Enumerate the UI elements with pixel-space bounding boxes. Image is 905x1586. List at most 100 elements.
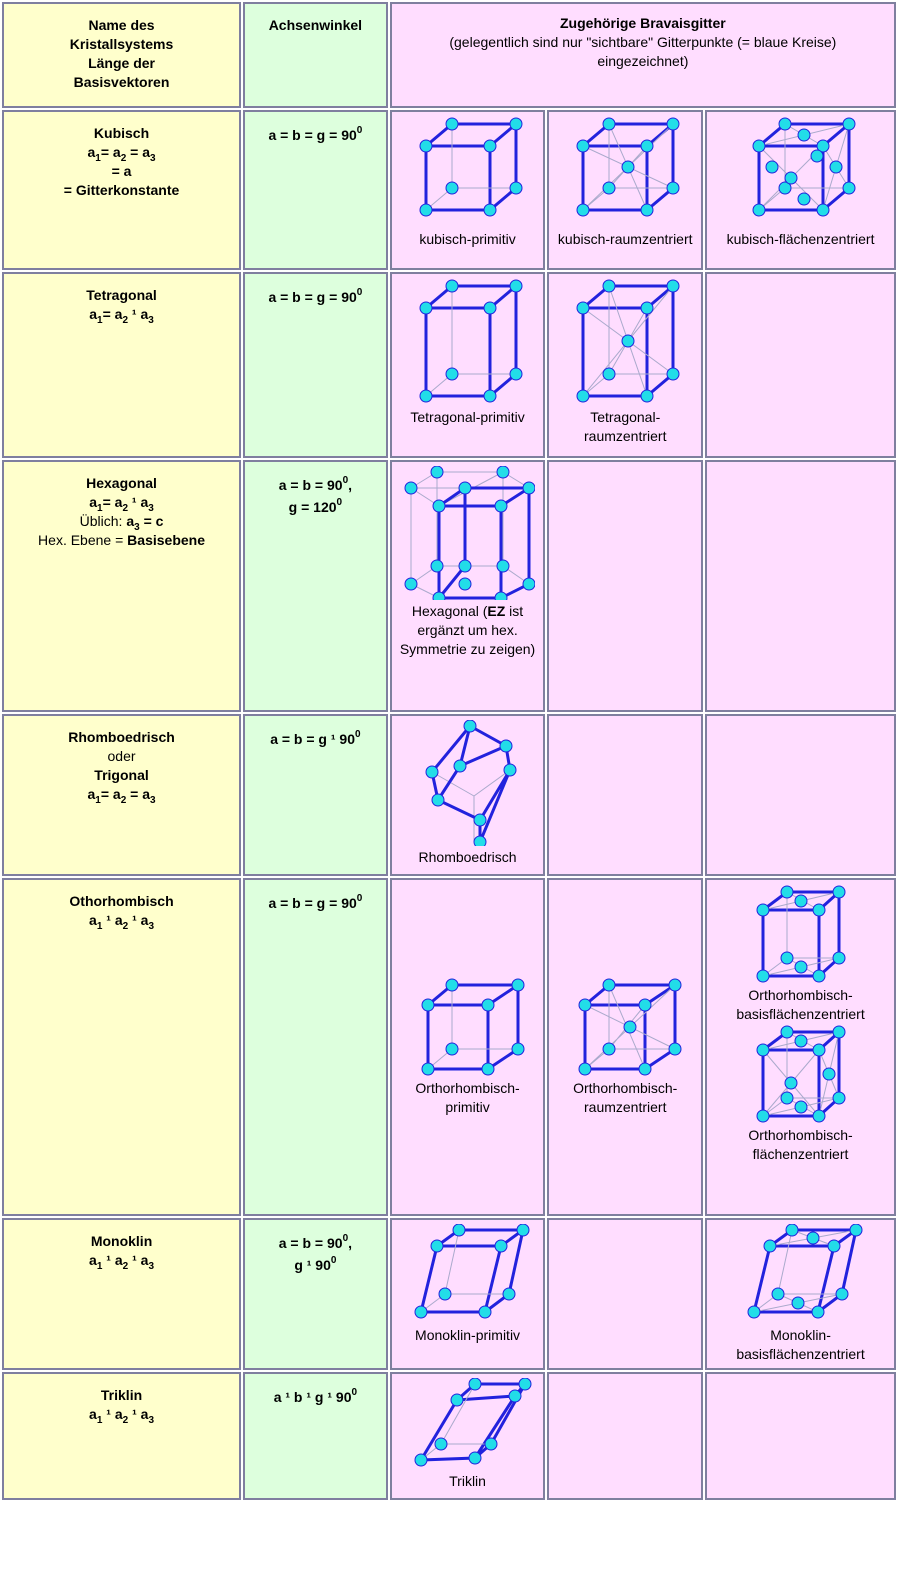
cell-rhombo-empty2 — [705, 714, 896, 876]
header-name-line3: Länge der — [88, 55, 155, 71]
hexagonal-ebene: Hex. Ebene = Basisebene — [38, 532, 205, 548]
ortho-vectors: a1 ¹ a2 ¹ a3 — [89, 912, 155, 932]
cell-kubisch-flaechenzentriert: kubisch-flächenzentriert — [705, 110, 896, 270]
mono-angle2: g ¹ 90 — [294, 1257, 331, 1273]
kubisch-raumzentriert-label: kubisch-raumzentriert — [557, 231, 693, 247]
hexagonal-vectors: a1= a2 ¹ a3 — [89, 494, 154, 514]
row-rhombo-angle: a = b = g ¹ 900 — [243, 714, 388, 876]
row-hexagonal-angle: a = b = 900, g = 1200 — [243, 460, 388, 712]
header-angle-label: Achsenwinkel — [268, 17, 363, 33]
mono-primitiv-label: Monoklin-primitiv — [415, 1327, 521, 1343]
rhombo-oder: oder — [107, 748, 136, 764]
hexagonal-angle2: g = 120 — [288, 499, 337, 515]
cell-hexagonal-empty1 — [547, 460, 704, 712]
tetragonal-name: Tetragonal — [86, 287, 157, 303]
mono-primitiv-diagram — [414, 1224, 530, 1319]
cell-mono-empty — [547, 1218, 704, 1370]
tetragonal-vectors: a1= a2 ¹ a3 — [89, 306, 154, 326]
cell-kubisch-raumzentriert: kubisch-raumzentriert — [547, 110, 704, 270]
row-tri-name: Triklin a1 ¹ a2 ¹ a3 — [2, 1372, 242, 1500]
header-lattice-title: Zugehörige Bravaisgitter — [560, 15, 726, 31]
kubisch-flaechenzentriert-diagram — [752, 117, 856, 217]
ortho-basisflaechenzentriert-label: Orthorhombisch-basisflächenzentriert — [736, 987, 865, 1022]
ortho-basisflaechenzentriert-diagram — [756, 885, 846, 983]
cell-hexagonal-empty2 — [705, 460, 896, 712]
ortho-primitiv-diagram — [421, 978, 525, 1076]
row-mono-name: Monoklin a1 ¹ a2 ¹ a3 — [2, 1218, 242, 1370]
kubisch-name: Kubisch — [93, 125, 150, 141]
bravais-table: Name des Kristallsystems Länge der Basis… — [0, 0, 898, 1502]
cell-mono-primitiv: Monoklin-primitiv — [389, 1218, 546, 1370]
mono-basisflaechenzentriert-label: Monoklin-basisflächenzentriert — [736, 1327, 865, 1362]
tetragonal-angle: a = b = g = 90 — [268, 289, 357, 305]
tri-vectors: a1 ¹ a2 ¹ a3 — [89, 1406, 155, 1426]
cell-rhomboedrisch: Rhomboedrisch — [389, 714, 546, 876]
tetragonal-primitiv-label: Tetragonal-primitiv — [410, 409, 525, 425]
header-name-line1: Name des — [88, 17, 155, 33]
cell-kubisch-primitiv: kubisch-primitiv — [389, 110, 546, 270]
ortho-name: Othorhombisch — [69, 893, 174, 909]
cell-mono-basisflaechen: Monoklin-basisflächenzentriert — [705, 1218, 896, 1370]
hexagonal-ueblich: Üblich: a3 = c — [79, 513, 164, 533]
triklin-diagram — [414, 1378, 532, 1467]
triklin-label: Triklin — [449, 1473, 486, 1489]
ortho-raumzentriert-diagram — [578, 978, 682, 1076]
hexagonal-angle1: a = b = 90 — [278, 477, 343, 493]
kubisch-primitiv-label: kubisch-primitiv — [419, 231, 516, 247]
cell-ortho-basis-flaechen: Orthorhombisch-basisflächenzentriert Ort… — [705, 878, 896, 1216]
cell-hexagonal: Hexagonal (EZ ist ergänzt um hex. Symmet… — [389, 460, 546, 712]
ortho-angle: a = b = g = 90 — [268, 895, 357, 911]
mono-name: Monoklin — [90, 1233, 153, 1249]
cell-tetragonal-raumzentriert: Tetragonal-raumzentriert — [547, 272, 704, 458]
rhombo-angle: a = b = g ¹ 90 — [270, 731, 356, 747]
cell-tri-empty2 — [705, 1372, 896, 1500]
cell-rhombo-empty1 — [547, 714, 704, 876]
kubisch-const: = Gitterkonstante — [63, 182, 180, 198]
tri-angle: a ¹ b ¹ g ¹ 90 — [273, 1389, 352, 1405]
row-kubisch-angle: a = b = g = 900 — [243, 110, 388, 270]
row-mono-angle: a = b = 900, g ¹ 900 — [243, 1218, 388, 1370]
kubisch-flaechenzentriert-label: kubisch-flächenzentriert — [726, 231, 875, 247]
header-name-cell: Name des Kristallsystems Länge der Basis… — [2, 2, 242, 108]
tri-name: Triklin — [100, 1387, 143, 1403]
mono-vectors: a1 ¹ a2 ¹ a3 — [89, 1252, 155, 1272]
mono-basisflaechenzentriert-diagram — [747, 1224, 863, 1319]
cell-tri-empty1 — [547, 1372, 704, 1500]
cell-triklin: Triklin — [389, 1372, 546, 1500]
ortho-flaechenzentriert-label: Orthorhombisch-flächenzentriert — [748, 1127, 853, 1162]
row-rhombo-name: Rhomboedrisch oder Trigonal a1= a2 = a3 — [2, 714, 242, 876]
row-tetragonal-angle: a = b = g = 900 — [243, 272, 388, 458]
header-lattice-note: (gelegentlich sind nur "sichtbare" Gitte… — [449, 34, 837, 69]
cell-ortho-raumzentriert: Orthorhombisch-raumzentriert — [547, 878, 704, 1216]
kubisch-vectors: a1= a2 = a3 — [87, 144, 156, 164]
tetragonal-raumzentriert-label: Tetragonal-raumzentriert — [584, 409, 667, 444]
kubisch-eq-a: = a — [111, 163, 132, 179]
kubisch-raumzentriert-diagram — [576, 117, 680, 217]
header-angle-cell: Achsenwinkel — [243, 2, 388, 108]
tetragonal-raumzentriert-diagram — [576, 279, 680, 403]
row-ortho-name: Othorhombisch a1 ¹ a2 ¹ a3 — [2, 878, 242, 1216]
row-kubisch-name: Kubisch a1= a2 = a3 = a = Gitterkonstant… — [2, 110, 242, 270]
hexagonal-diagram — [404, 466, 535, 600]
cell-tetragonal-primitiv: Tetragonal-primitiv — [389, 272, 546, 458]
header-name-line2: Kristallsystems — [69, 36, 174, 52]
header-lattice-cell: Zugehörige Bravaisgitter (gelegentlich s… — [389, 2, 896, 108]
rhombo-name2: Trigonal — [94, 767, 149, 783]
ortho-raumzentriert-label: Orthorhombisch-raumzentriert — [573, 1080, 678, 1115]
header-name-line4: Basisvektoren — [73, 74, 170, 90]
cell-tetragonal-empty — [705, 272, 896, 458]
kubisch-angle: a = b = g = 90 — [268, 127, 357, 143]
ortho-flaechenzentriert-diagram — [756, 1025, 846, 1123]
row-tri-angle: a ¹ b ¹ g ¹ 900 — [243, 1372, 388, 1500]
hexagonal-name: Hexagonal — [86, 475, 157, 491]
rhomboedrisch-label: Rhomboedrisch — [418, 849, 517, 865]
tetragonal-primitiv-diagram — [419, 279, 523, 403]
rhombo-name: Rhomboedrisch — [68, 729, 175, 745]
row-ortho-angle: a = b = g = 900 — [243, 878, 388, 1216]
ortho-primitiv-label: Orthorhombisch-primitiv — [415, 1080, 520, 1115]
hexagonal-label: Hexagonal (EZ ist ergänzt um hex. Symmet… — [399, 603, 536, 657]
cell-ortho-primitiv: Orthorhombisch-primitiv — [389, 878, 546, 1216]
rhomboedrisch-diagram — [425, 720, 517, 846]
mono-angle1: a = b = 90 — [278, 1235, 343, 1251]
row-hexagonal-name: Hexagonal a1= a2 ¹ a3 Üblich: a3 = c Hex… — [2, 460, 242, 712]
